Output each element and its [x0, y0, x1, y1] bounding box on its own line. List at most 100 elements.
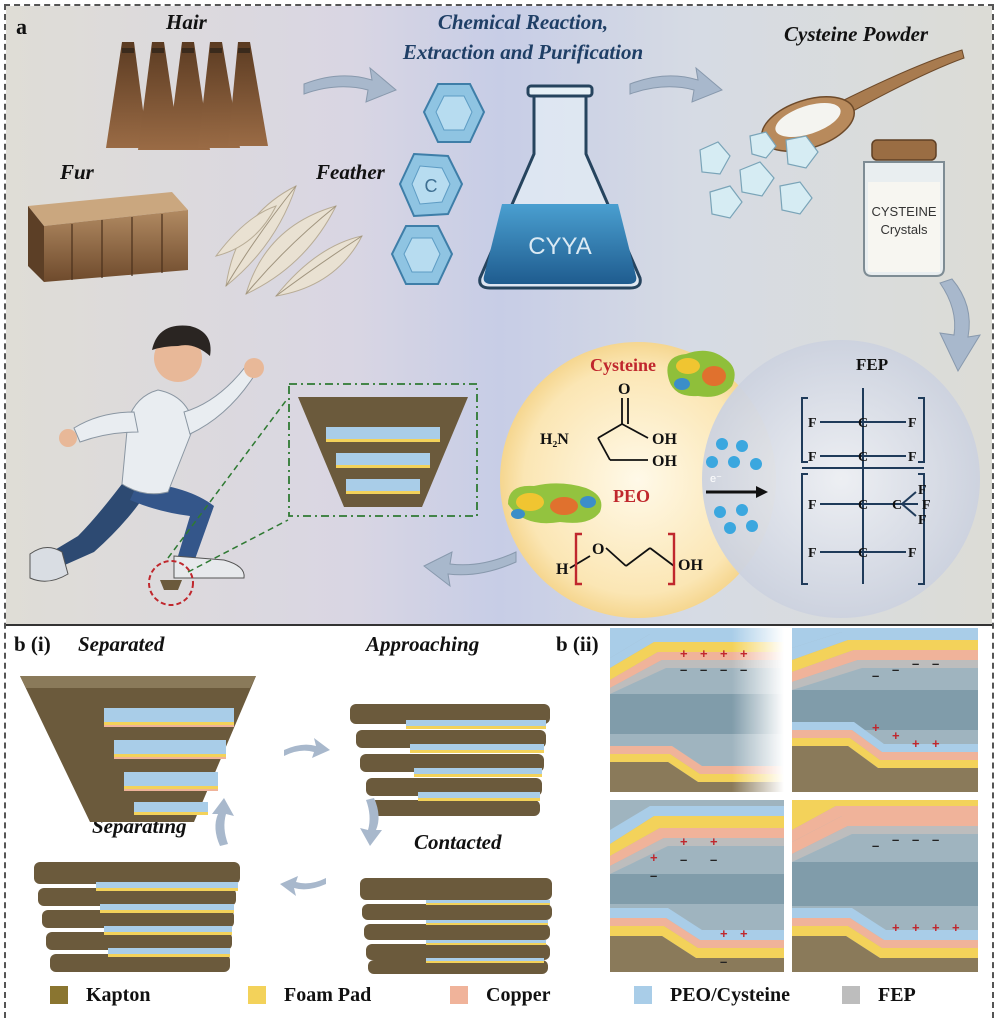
peo-title: PEO: [613, 486, 651, 506]
charge-minus: –: [872, 668, 879, 683]
device-separating: [34, 862, 240, 972]
legend-item-kapton: Kapton: [50, 982, 150, 1008]
fep-atom: F: [908, 450, 917, 465]
charge-minus: –: [740, 662, 747, 677]
charge-panel-separating: + + + + – – – –: [792, 800, 978, 972]
charge-plus: +: [912, 736, 920, 751]
arrow-separating-to-separated-icon: [212, 798, 234, 846]
panel-a-label: a: [16, 14, 27, 39]
charge-minus: –: [680, 852, 687, 867]
fep-atom: C: [892, 498, 902, 513]
charge-plus: +: [700, 646, 708, 661]
charge-minus: –: [932, 656, 939, 671]
arrow-approaching-to-contacted-icon: [360, 798, 382, 846]
charge-plus: +: [872, 720, 880, 735]
state-separated-label: Separated: [78, 632, 165, 656]
legend-item-peo-cysteine: PEO/Cysteine: [634, 982, 790, 1008]
electron-transfer-icon: e⁻: [706, 438, 768, 534]
fep-atom: F: [922, 498, 931, 513]
legend-label-kapton: Kapton: [86, 983, 151, 1006]
charge-panel-approaching: + + + + – – – –: [792, 628, 978, 792]
powder-crystals-icon: [699, 131, 819, 219]
erlenmeyer-flask-icon: CYYA: [478, 84, 642, 290]
charge-plus: +: [932, 736, 940, 751]
fep-atom: C: [858, 546, 868, 561]
sole-zoom-circle: [148, 560, 194, 606]
panel-b-i-label: b (i): [14, 632, 51, 656]
cysteine-structure: O OH H₂N OH: [540, 381, 677, 470]
device-separated: [20, 676, 256, 822]
panel-b-ii-label: b (ii): [556, 632, 599, 656]
charge-plus: +: [892, 920, 900, 935]
charge-minus: –: [710, 852, 717, 867]
charge-minus: –: [700, 662, 707, 677]
fep-circle: [702, 340, 980, 618]
device-approaching: [350, 704, 550, 816]
cysteine-oh-top: OH: [652, 431, 677, 448]
fep-atom: F: [808, 416, 817, 431]
charge-plus: +: [740, 646, 748, 661]
charge-panel-contacted: + + + + + – – – –: [610, 800, 784, 972]
crystal-c-icon: C: [398, 152, 464, 218]
legend-item-copper: Copper: [450, 982, 550, 1008]
cysteine-jar-icon: CYSTEINE Crystals: [863, 139, 945, 277]
charge-plus: +: [680, 646, 688, 661]
legend-swatch-foam-pad: [248, 986, 266, 1004]
charge-minus: –: [720, 662, 727, 677]
crystal-letter: C: [425, 176, 438, 196]
fur-label: Fur: [60, 160, 94, 184]
arrow-contacted-to-separating-icon: [280, 876, 326, 896]
flask-text: CYYA: [528, 233, 592, 260]
legend-label-fep: FEP: [878, 983, 916, 1006]
jar-label-line-2: Crystals: [881, 222, 928, 237]
legend-label-copper: Copper: [486, 983, 551, 1006]
arrow-flask-to-powder-icon: [629, 66, 723, 103]
charge-plus: +: [952, 920, 960, 935]
charge-minus: –: [932, 832, 939, 847]
legend-swatch-kapton: [50, 986, 68, 1004]
peo-structure: H O OH: [556, 532, 703, 586]
peo-o: O: [592, 541, 604, 558]
charge-panel-separated: + + + + – – – –: [610, 628, 784, 792]
peo-oh: OH: [678, 557, 703, 574]
panel-divider: [6, 624, 992, 626]
fep-title: FEP: [856, 355, 889, 374]
fep-atom: C: [858, 450, 868, 465]
legend-swatch-fep: [842, 986, 860, 1004]
charge-minus: –: [680, 662, 687, 677]
legend-item-foam-pad: Foam Pad: [248, 982, 371, 1008]
legend-label-peo-cysteine: PEO/Cysteine: [670, 983, 790, 1006]
arrow-sources-to-flask-icon: [303, 66, 397, 103]
crystal-icon: [390, 225, 454, 285]
state-contacted-label: Contacted: [414, 830, 502, 854]
charge-plus: +: [892, 728, 900, 743]
cysteine-amine: H₂N: [540, 431, 569, 448]
cysteine-title: Cysteine: [590, 355, 656, 375]
zoom-callout-lines: [167, 397, 289, 573]
charge-minus: –: [912, 832, 919, 847]
fur-icon: [28, 192, 188, 282]
charge-plus: +: [740, 926, 748, 941]
charge-minus: –: [650, 868, 657, 883]
legend-label-foam-pad: Foam Pad: [284, 983, 372, 1006]
legend-item-fep: FEP: [842, 982, 916, 1008]
fep-atom: C: [858, 498, 868, 513]
charge-minus: –: [720, 954, 727, 969]
cysteine-peo-circle: [500, 342, 776, 618]
peo-h: H: [556, 561, 569, 578]
charge-plus: +: [932, 920, 940, 935]
feather-label: Feather: [316, 160, 385, 184]
fep-atom: F: [918, 483, 927, 498]
fep-atom: F: [908, 416, 917, 431]
arrow-powder-to-molecules-icon: [939, 278, 981, 373]
process-step-line-1: Chemical Reaction,: [437, 10, 609, 34]
runner-icon: [29, 325, 264, 582]
fep-atom: F: [808, 546, 817, 561]
charge-plus: +: [720, 646, 728, 661]
charge-minus: –: [892, 662, 899, 677]
arrow-molecules-to-runner-icon: [423, 551, 517, 588]
crystal-icon: [422, 83, 486, 143]
product-label: Cysteine Powder: [784, 22, 929, 46]
device-contacted: [360, 878, 552, 974]
spoon-icon: [761, 49, 965, 152]
